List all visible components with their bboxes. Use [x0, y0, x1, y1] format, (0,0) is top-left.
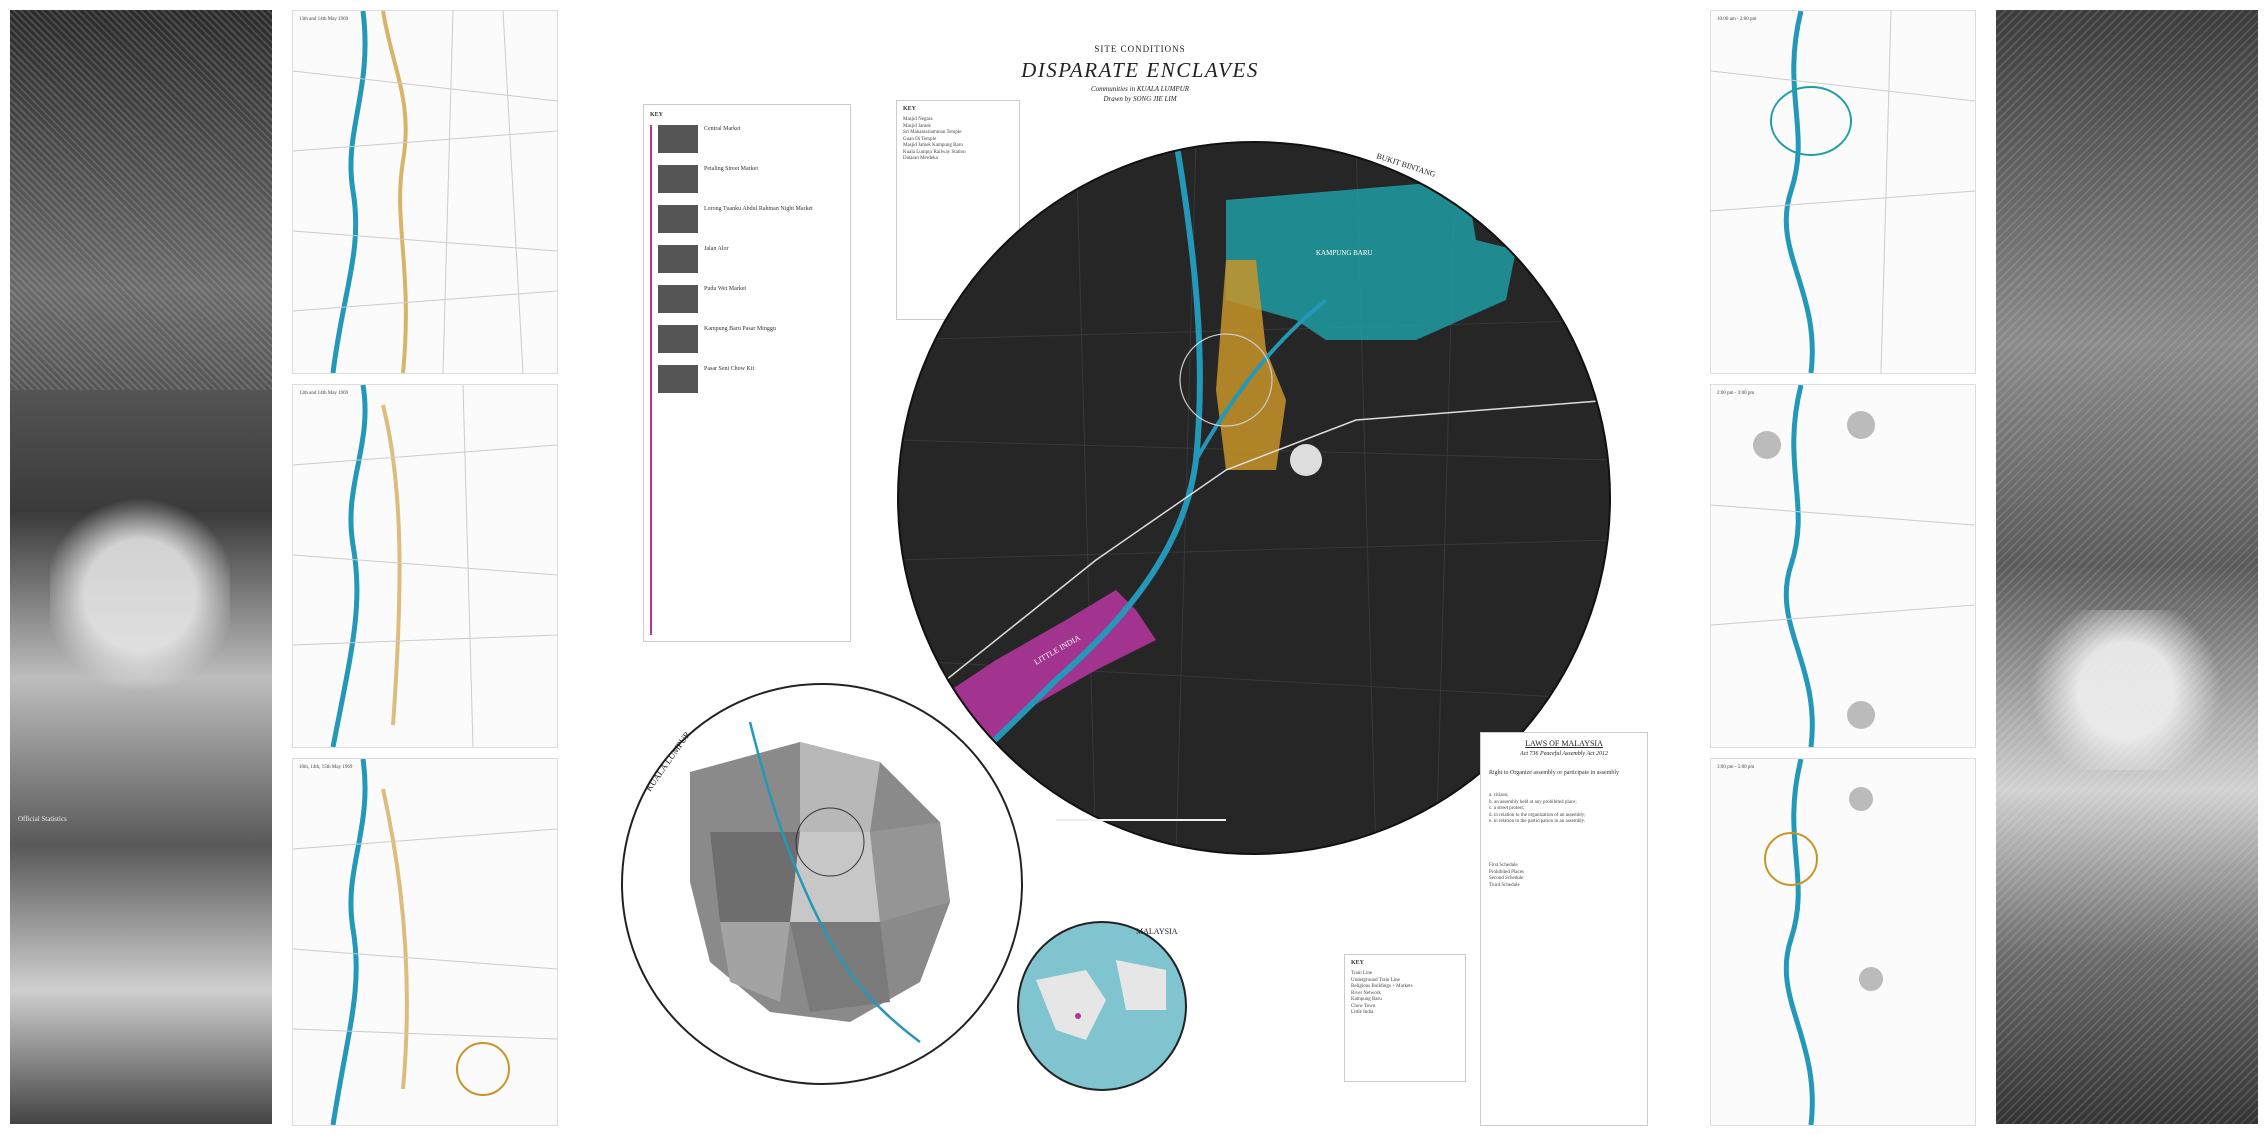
- river-branch: [1194, 298, 1328, 461]
- laws-lead: Right to Organize assembly or participat…: [1489, 770, 1620, 776]
- map-legend-title: KEY: [1351, 960, 1365, 966]
- kl-rivers: [748, 721, 921, 1043]
- market-photo: [658, 365, 698, 393]
- market-photo: [658, 165, 698, 193]
- page-title: DISPARATE ENCLAVES: [1021, 58, 1259, 82]
- stadium: [1290, 444, 1322, 476]
- timeline-label-1: 13th and 14th May 1969: [299, 17, 349, 22]
- market-key-accent: [650, 125, 652, 635]
- market-entry: Pasar Seni Chow Kit: [658, 365, 844, 393]
- right-map-1-svg: [1711, 11, 1975, 373]
- laws-title: LAWS OF MALAYSIA: [1525, 739, 1603, 748]
- left-map-1: 13th and 14th May 1969: [292, 10, 558, 374]
- map-legend: KEY Train Line Underground Train Line Re…: [1344, 954, 1466, 1082]
- timeline-label-4: 10:00 am - 2:00 pm: [1717, 17, 1757, 22]
- market-key-list: Central Market Petaling Street Market Lo…: [658, 125, 844, 405]
- teargas-overlay: [2016, 610, 2236, 770]
- right-protest-photo: [1996, 10, 2258, 1124]
- right-map-2-svg: [1711, 385, 1975, 747]
- river-network: [924, 142, 1203, 803]
- left-map-2: 13th and 14th May 1969: [292, 384, 558, 748]
- left-photo-caption: Official Statistics: [18, 815, 67, 823]
- right-map-3: 3:00 pm - 5:00 pm: [1710, 758, 1976, 1126]
- timeline-label-5: 2:00 pm - 3:00 pm: [1717, 391, 1755, 396]
- kl-district-map: KUALA LUMPUR: [621, 683, 1023, 1085]
- laws-subtitle: Act 736 Peaceful Assembly Act 2012: [1520, 751, 1608, 757]
- left-map-1-svg: [293, 11, 557, 373]
- religious-key-title: KEY: [903, 106, 917, 112]
- little-india-zone: [926, 590, 1156, 760]
- header: SITE CONDITIONS DISPARATE ENCLAVES Commu…: [1010, 44, 1270, 103]
- label-malaysia: MALAYSIA: [1136, 927, 1178, 936]
- right-map-2: 2:00 pm - 3:00 pm: [1710, 384, 1976, 748]
- kl-locator-dot: [1075, 1013, 1081, 1019]
- market-photo: [658, 245, 698, 273]
- laws-sections: First Schedule Prohibited Places Second …: [1489, 863, 1524, 888]
- left-historic-photo: Official Statistics: [10, 10, 272, 1124]
- right-map-1: 10:00 am - 2:00 pm: [1710, 10, 1976, 374]
- map-legend-list: Train Line Underground Train Line Religi…: [1351, 971, 1413, 1015]
- left-map-3: 10th, 14th, 15th May 1969: [292, 758, 558, 1126]
- market-entry: Pudu Wet Market: [658, 285, 844, 313]
- laws-items: a. citizen; b. an assembly held at any p…: [1489, 793, 1586, 824]
- malaysia-locator-map: MALAYSIA: [1017, 921, 1187, 1091]
- crowd-texture: [1996, 10, 2258, 1124]
- smoke-overlay: [50, 490, 230, 700]
- crowd-texture: [10, 10, 272, 390]
- market-entry: Petaling Street Market: [658, 165, 844, 193]
- market-entry: Kampung Baru Pasar Minggu: [658, 325, 844, 353]
- chow-town-zone: [1216, 260, 1286, 470]
- timeline-label-3: 10th, 14th, 15th May 1969: [299, 765, 353, 770]
- timeline-label-2: 13th and 14th May 1969: [299, 391, 349, 396]
- left-map-2-svg: [293, 385, 557, 747]
- market-key-title: KEY: [650, 112, 664, 118]
- label-kampung-baru: KAMPUNG BARU: [1316, 249, 1373, 257]
- religious-key-list: Masjid Negara Masjid Jamek Sri Mahamaria…: [903, 117, 966, 161]
- market-photo: [658, 205, 698, 233]
- left-map-3-svg: [293, 759, 557, 1125]
- market-photo: [658, 325, 698, 353]
- market-photo: [658, 125, 698, 153]
- market-entry: Central Market: [658, 125, 844, 153]
- kl-centre-marker: [795, 807, 865, 877]
- market-entry: Lorong Tuanku Abdul Rahman Night Market: [658, 205, 844, 233]
- laws-panel: LAWS OF MALAYSIA Act 736 Peaceful Assemb…: [1480, 732, 1648, 1126]
- market-photo: [658, 285, 698, 313]
- header-subtitle-2: Drawn by SONG JIE LIM: [1103, 95, 1177, 103]
- market-entry: Jalan Alor: [658, 245, 844, 273]
- header-kicker: SITE CONDITIONS: [1094, 44, 1186, 54]
- header-subtitle-1: Communities in KUALA LUMPUR: [1090, 85, 1190, 93]
- train-line: [898, 399, 1610, 721]
- timeline-label-6: 3:00 pm - 5:00 pm: [1717, 765, 1755, 770]
- kampung-baru-zone: [1226, 180, 1516, 340]
- market-key: KEY Central Market Petaling Street Marke…: [643, 104, 851, 642]
- right-map-3-svg: [1764, 759, 1883, 1125]
- city-centre-ring: [1179, 333, 1273, 427]
